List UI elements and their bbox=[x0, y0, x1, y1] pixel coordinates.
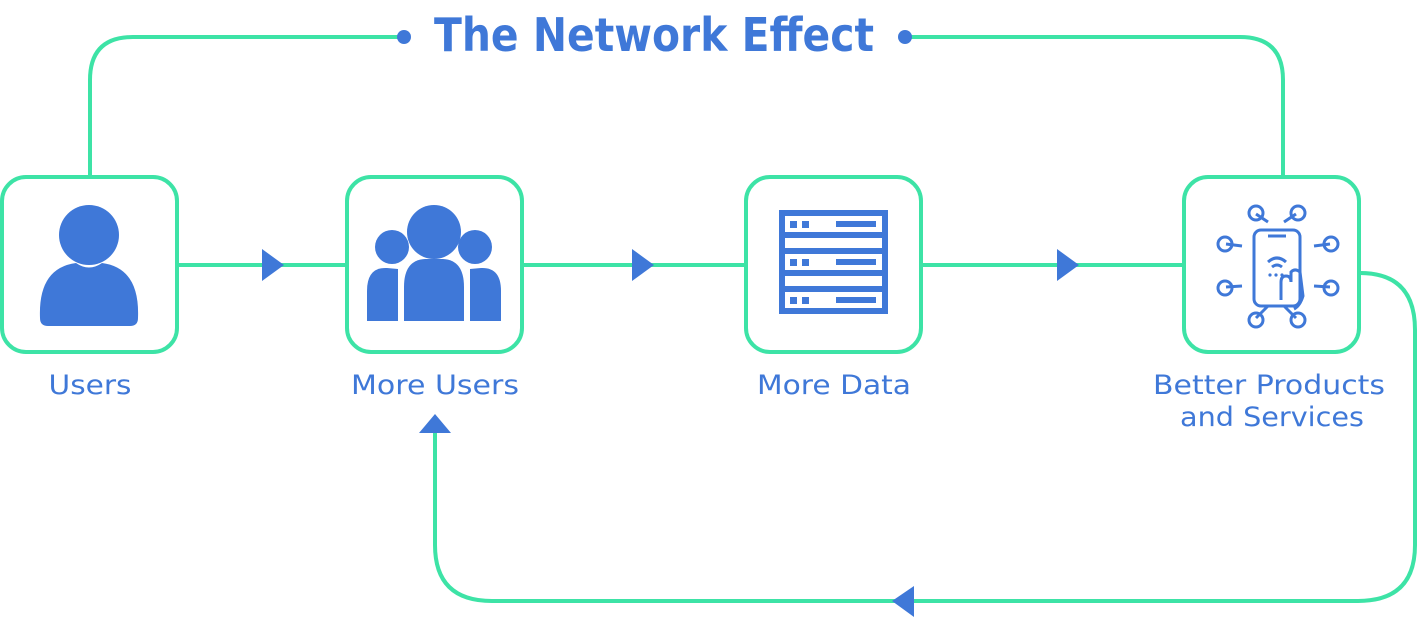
title-dot-left bbox=[397, 30, 411, 44]
feedback-loop-connector bbox=[433, 271, 1417, 603]
server-icon bbox=[779, 210, 888, 314]
node-label-more-users: More Users bbox=[351, 370, 519, 401]
diagram-title: The Network Effect bbox=[434, 8, 874, 62]
title-dot-right bbox=[898, 30, 912, 44]
arrow-up-icon bbox=[419, 414, 451, 433]
top-loop-connector-right bbox=[905, 35, 1285, 177]
top-loop-connector-left bbox=[88, 35, 403, 177]
arrow-left-icon bbox=[892, 586, 914, 617]
node-label-better-products-line2: and Services bbox=[1180, 402, 1364, 433]
user-icon bbox=[39, 205, 139, 326]
node-label-users: Users bbox=[49, 370, 132, 401]
node-label-more-data: More Data bbox=[757, 370, 911, 401]
node-box-better-products bbox=[1182, 175, 1361, 354]
connected-device-icon bbox=[1216, 204, 1340, 329]
group-users-icon bbox=[367, 205, 501, 321]
node-label-better-products-line1: Better Products bbox=[1153, 370, 1385, 401]
arrow-right-icon bbox=[1057, 249, 1079, 281]
connectors bbox=[88, 35, 1417, 603]
arrowheads bbox=[262, 249, 1079, 617]
arrow-right-icon bbox=[262, 249, 284, 281]
arrow-right-icon bbox=[632, 249, 654, 281]
signal-dots bbox=[1268, 273, 1284, 277]
